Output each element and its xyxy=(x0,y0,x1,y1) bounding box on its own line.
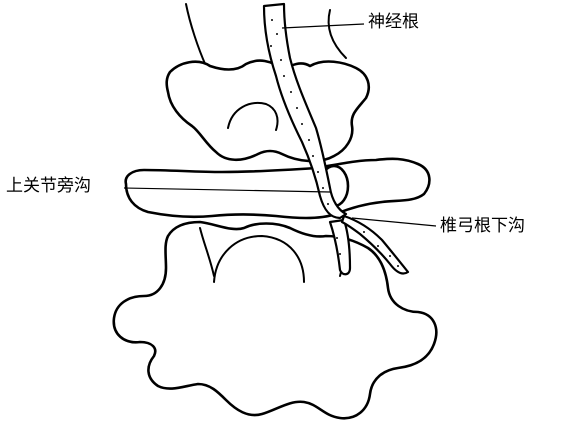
upper-articular-mass xyxy=(167,61,369,161)
upper-lamina-right-edge xyxy=(329,10,346,58)
leader-nerve-root xyxy=(282,24,364,28)
label-nerve-root: 神经根 xyxy=(368,12,419,32)
label-subpedicular-groove: 椎弓根下沟 xyxy=(440,216,525,236)
upper-lamina-left-edge xyxy=(186,4,206,66)
label-superior-articular-para-groove: 上关节旁沟 xyxy=(6,176,91,196)
